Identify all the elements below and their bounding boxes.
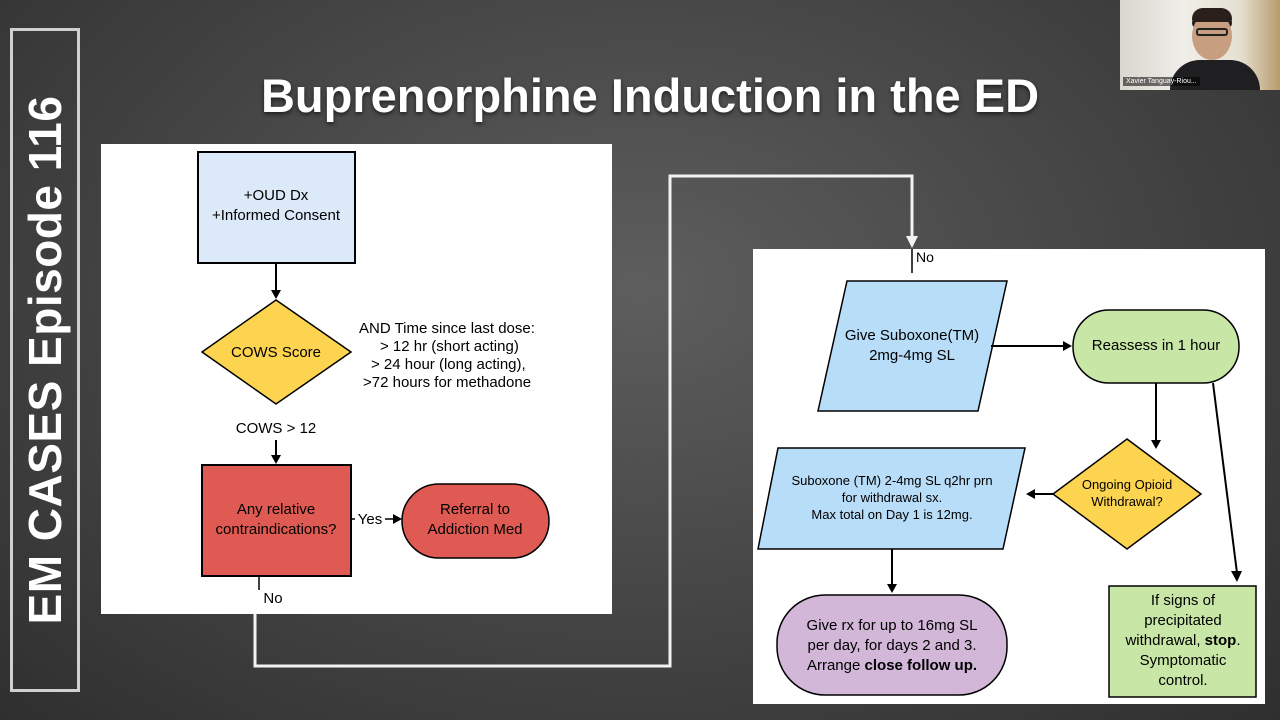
webcam-thumbnail[interactable]: Xavier Tanguay-Riou... (1120, 0, 1280, 90)
webcam-name-label: Xavier Tanguay-Riou... (1123, 77, 1200, 86)
cows-score-label: COWS Score (231, 344, 321, 361)
arrowhead-ongoing-to-q2hr (1026, 489, 1035, 499)
give-rx-box (776, 594, 1008, 696)
arrowhead-q2hr-to-rx (887, 584, 897, 593)
time-note-line3: > 24 hour (long acting), (371, 356, 526, 373)
referral-line1: Referral to (440, 501, 510, 518)
connector-arrowhead (906, 236, 918, 248)
arrowhead-yes (393, 514, 402, 524)
rx-line3: Arrange close follow up. (807, 657, 977, 674)
time-note-line1: AND Time since last dose: (359, 320, 535, 337)
suboxone-q2hr-box (757, 447, 1026, 550)
contraindications-box (201, 464, 352, 577)
rx-line2: per day, for days 2 and 3. (808, 637, 977, 654)
rx-line3-plain: Arrange (807, 657, 865, 674)
precip-line4: Symptomatic (1140, 652, 1227, 669)
left-flowchart-panel: +OUD Dx +Informed Consent COWS Score AND… (101, 144, 612, 614)
cows-diamond (200, 299, 353, 405)
left-flowchart: +OUD Dx +Informed Consent COWS Score AND… (197, 151, 550, 607)
start-box-line2: +Informed Consent (212, 207, 341, 224)
ongoing-line2: Withdrawal? (1091, 494, 1163, 509)
precip-line3: withdrawal, stop. (1124, 632, 1240, 649)
rx-line1: Give rx for up to 16mg SL (807, 617, 978, 634)
q2hr-line2: for withdrawal sx. (842, 490, 942, 505)
referral-line2: Addiction Med (427, 521, 522, 538)
give-line1: Give Suboxone(TM) (845, 327, 979, 344)
contra-line2: contraindications? (216, 521, 337, 538)
arrowhead-give-to-reassess (1063, 341, 1072, 351)
start-box (197, 151, 356, 264)
reassess-label: Reassess in 1 hour (1092, 337, 1220, 354)
arrow-reassess-to-precip (1212, 382, 1238, 574)
connector-line (253, 174, 914, 668)
presenter-glasses (1196, 28, 1228, 36)
precipitated-withdrawal-box (1108, 585, 1257, 698)
arrowhead-cows-to-contra (271, 455, 281, 464)
right-flowchart-panel: No Give Suboxone(TM) 2mg-4mg SL Reassess… (753, 249, 1265, 704)
arrowhead-reassess-to-precip (1231, 571, 1242, 582)
arrowhead-start-to-cows (271, 290, 281, 299)
cows-threshold-label: COWS > 12 (236, 420, 316, 437)
ongoing-withdrawal-diamond (1051, 438, 1203, 550)
presenter-hair-top (1192, 8, 1232, 22)
time-note-line4: >72 hours for methadone (363, 374, 531, 391)
rx-line3-bold: close follow up. (865, 657, 978, 674)
precip-line1: If signs of (1151, 592, 1216, 609)
contra-line1: Any relative (237, 501, 315, 518)
no-label: No (263, 590, 282, 607)
precip-line5: control. (1158, 672, 1207, 689)
start-box-line1: +OUD Dx (244, 187, 309, 204)
slide-title: Buprenorphine Induction in the ED (260, 69, 1040, 122)
q2hr-line1: Suboxone (TM) 2-4mg SL q2hr prn (791, 473, 992, 488)
give-suboxone-box (817, 280, 1008, 412)
referral-box (401, 483, 550, 559)
precip-line3-plain: withdrawal, (1124, 632, 1204, 649)
arrowhead-reassess-to-ongoing (1151, 440, 1161, 449)
yes-label: Yes (358, 511, 382, 528)
right-flowchart: No Give Suboxone(TM) 2mg-4mg SL Reassess… (757, 249, 1257, 698)
entry-no-label: No (916, 249, 934, 265)
precip-line3-end: . (1236, 632, 1240, 649)
ongoing-line1: Ongoing Opioid (1082, 477, 1172, 492)
precip-line2: precipitated (1144, 612, 1222, 629)
precip-line3-bold: stop (1205, 632, 1237, 649)
episode-tag: EM CASES Episode 116 (10, 28, 80, 692)
yes-label-bg (355, 510, 385, 526)
give-line2: 2mg-4mg SL (869, 347, 955, 364)
time-note-line2: > 12 hr (short acting) (380, 338, 519, 355)
q2hr-line3: Max total on Day 1 is 12mg. (811, 507, 972, 522)
